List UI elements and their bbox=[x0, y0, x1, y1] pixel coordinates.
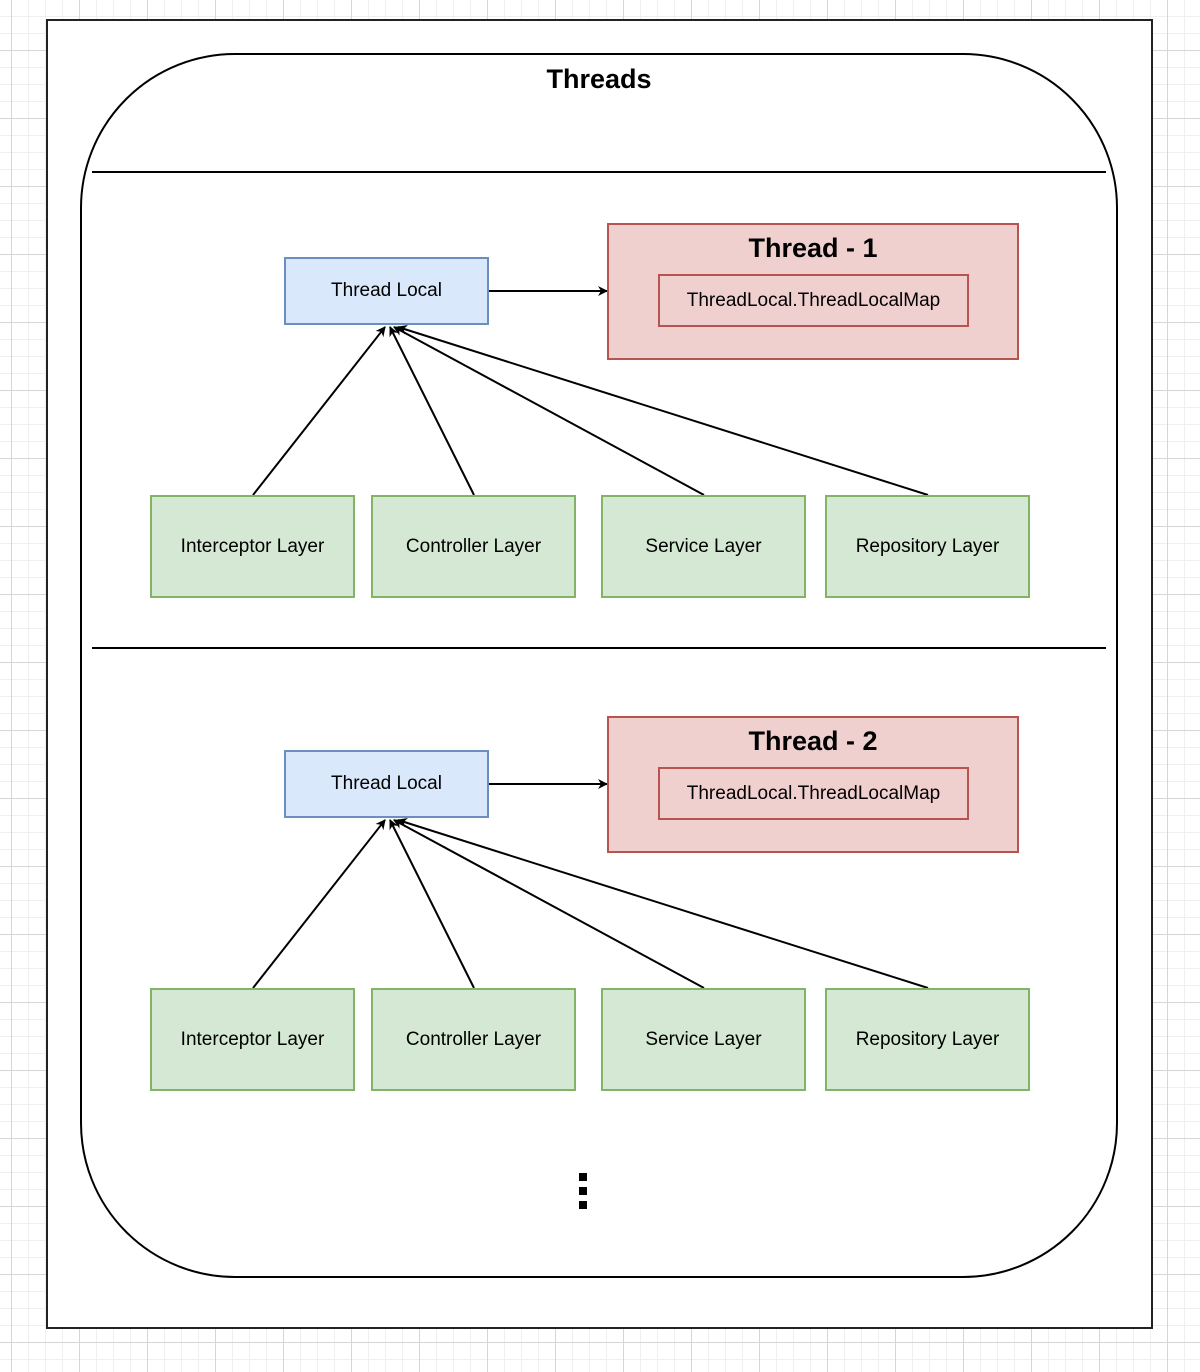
controller-to-thread-local-arrow[interactable] bbox=[389, 819, 475, 989]
controller-layer-box[interactable]: Controller Layer bbox=[371, 988, 576, 1091]
controller-layer-box[interactable]: Controller Layer bbox=[371, 495, 576, 598]
layer-label: Interceptor Layer bbox=[180, 535, 325, 557]
layer-label: Interceptor Layer bbox=[180, 1028, 325, 1050]
threads-title: Threads bbox=[546, 64, 652, 94]
repository-layer-box[interactable]: Repository Layer bbox=[825, 495, 1030, 598]
service-layer-box[interactable]: Service Layer bbox=[601, 495, 806, 598]
interceptor-layer-box[interactable]: Interceptor Layer bbox=[150, 495, 355, 598]
separator-line bbox=[92, 647, 1106, 649]
thread-local-map-label: ThreadLocal.ThreadLocalMap bbox=[686, 289, 941, 311]
threads-container[interactable] bbox=[80, 53, 1118, 1278]
thread-title: Thread - 2 bbox=[748, 726, 878, 756]
layer-label: Controller Layer bbox=[405, 1028, 542, 1050]
service-layer-box[interactable]: Service Layer bbox=[601, 988, 806, 1091]
thread-1-box[interactable]: Thread - 1 ThreadLocal.ThreadLocalMap bbox=[607, 223, 1019, 360]
thread-local-map-box[interactable]: ThreadLocal.ThreadLocalMap bbox=[658, 767, 969, 820]
thread-title: Thread - 1 bbox=[748, 233, 878, 263]
controller-to-thread-local-arrow[interactable] bbox=[389, 326, 475, 496]
layer-label: Repository Layer bbox=[855, 535, 1000, 557]
layer-label: Repository Layer bbox=[855, 1028, 1000, 1050]
thread-local-map-label: ThreadLocal.ThreadLocalMap bbox=[686, 782, 941, 804]
interceptor-to-thread-local-arrow[interactable] bbox=[252, 326, 386, 496]
thread-local-box[interactable]: Thread Local bbox=[284, 257, 489, 325]
ellipsis-dot bbox=[579, 1201, 587, 1209]
interceptor-layer-box[interactable]: Interceptor Layer bbox=[150, 988, 355, 1091]
thread-local-map-box[interactable]: ThreadLocal.ThreadLocalMap bbox=[658, 274, 969, 327]
separator-line bbox=[92, 171, 1106, 173]
thread-2-box[interactable]: Thread - 2 ThreadLocal.ThreadLocalMap bbox=[607, 716, 1019, 853]
repository-to-thread-local-arrow[interactable] bbox=[397, 817, 929, 989]
layer-label: Controller Layer bbox=[405, 535, 542, 557]
service-to-thread-local-arrow[interactable] bbox=[393, 819, 705, 989]
ellipsis-dot bbox=[579, 1173, 587, 1181]
thread-local-label: Thread Local bbox=[331, 280, 442, 301]
interceptor-to-thread-local-arrow[interactable] bbox=[252, 819, 386, 989]
service-to-thread-local-arrow[interactable] bbox=[393, 326, 705, 496]
thread-local-box[interactable]: Thread Local bbox=[284, 750, 489, 818]
repository-layer-box[interactable]: Repository Layer bbox=[825, 988, 1030, 1091]
repository-to-thread-local-arrow[interactable] bbox=[397, 324, 929, 496]
ellipsis-dot bbox=[579, 1187, 587, 1195]
layer-label: Service Layer bbox=[645, 1028, 762, 1050]
layer-label: Service Layer bbox=[645, 535, 762, 557]
thread-local-label: Thread Local bbox=[331, 773, 442, 794]
